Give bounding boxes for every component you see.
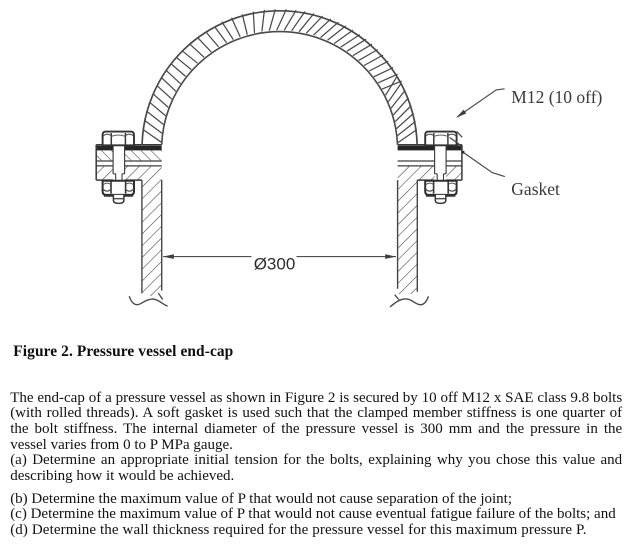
svg-text:M12 (10 off): M12 (10 off) <box>511 87 602 107</box>
svg-text:Ø300: Ø300 <box>254 255 296 274</box>
svg-text:Gasket: Gasket <box>511 179 560 199</box>
